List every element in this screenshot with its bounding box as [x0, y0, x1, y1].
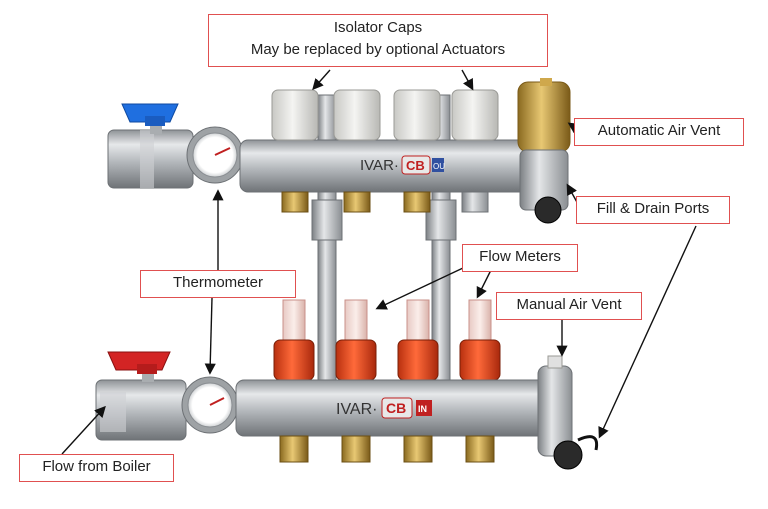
top-isolator-caps [271, 89, 499, 141]
top-brass-outlets [281, 191, 489, 213]
bottom-brand-tag: IN [418, 404, 427, 414]
bottom-brand-logo: CB [386, 400, 406, 416]
isolator-caps-label: Isolator Caps May be replaced by optiona… [208, 14, 548, 67]
bottom-thermometer [181, 376, 239, 434]
bottom-flow-meter-tubes [282, 299, 492, 346]
bottom-flow-meter-caps [273, 339, 501, 381]
top-valve-blue-handle [121, 103, 179, 126]
thermometer-label: Thermometer [140, 270, 296, 298]
callout-arrows [61, 69, 697, 455]
flow-meters-label: Flow Meters [462, 244, 578, 272]
bottom-valve-red-handle [107, 351, 171, 374]
top-drain-cap [534, 196, 562, 224]
bottom-drain-cap [553, 435, 599, 470]
bottom-ball-valve [95, 366, 187, 441]
automatic-air-vent-body [517, 78, 571, 211]
isolator-caps-subtitle: May be replaced by optional Actuators [250, 41, 506, 58]
bottom-brand-text: IVAR· [336, 401, 377, 418]
automatic-air-vent-label: Automatic Air Vent [574, 118, 744, 146]
top-thermometer [186, 126, 244, 184]
bottom-brass-outlets [279, 435, 495, 463]
top-brand-logo: CB [406, 158, 425, 173]
bottom-brand-plate: IVAR· CB IN [336, 397, 432, 419]
top-brand-text: IVAR· [360, 157, 399, 174]
top-ball-valve [107, 118, 194, 189]
manual-air-vent-label: Manual Air Vent [496, 292, 642, 320]
top-brand-plate: IVAR· CB OU [360, 155, 445, 175]
isolator-caps-title: Isolator Caps [333, 19, 423, 36]
flow-from-boiler-label: Flow from Boiler [19, 454, 174, 482]
top-brand-tag: OU [433, 162, 445, 171]
fill-drain-ports-label: Fill & Drain Ports [576, 196, 730, 224]
